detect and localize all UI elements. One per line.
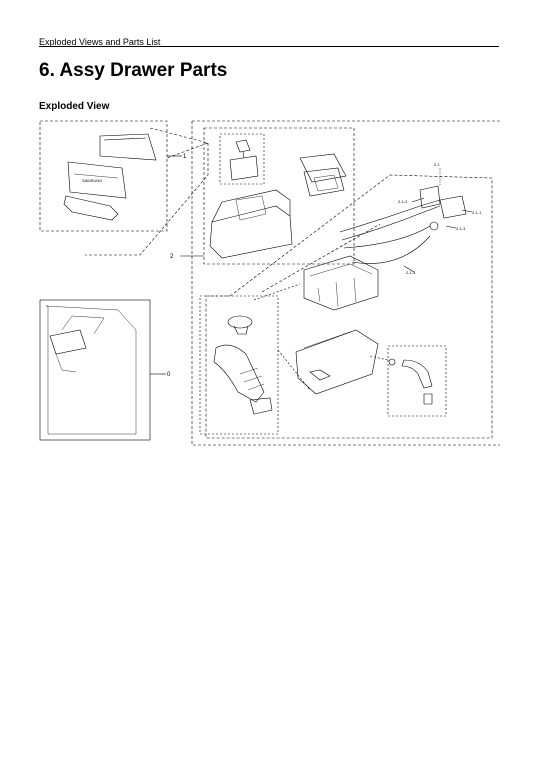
- panel-brand-text: SAMSUNG: [82, 178, 102, 183]
- section-title: 6. Assy Drawer Parts: [39, 60, 228, 81]
- header-rule: [39, 46, 499, 47]
- page-header: Exploded Views and Parts List: [39, 37, 161, 47]
- group-2-drawer-box: [203, 127, 355, 265]
- group-1-panel-box: [39, 120, 210, 256]
- callout-2-1-4: 2-1-4: [406, 270, 416, 275]
- callout-2-1-2: 2-1-2: [398, 199, 408, 204]
- housing-assembly-box: [191, 120, 500, 446]
- group-0-unit-box: [39, 299, 151, 441]
- callout-2-1-3: 2-1-3: [456, 226, 466, 231]
- callout-2-1-1: 2-1-1: [472, 210, 482, 215]
- exploded-view-title: Exploded View: [39, 101, 110, 112]
- callout-0: 0: [167, 372, 171, 378]
- callout-2-1: 2-1: [434, 162, 441, 167]
- callout-1: 1: [183, 154, 187, 160]
- callout-2: 2: [170, 254, 174, 260]
